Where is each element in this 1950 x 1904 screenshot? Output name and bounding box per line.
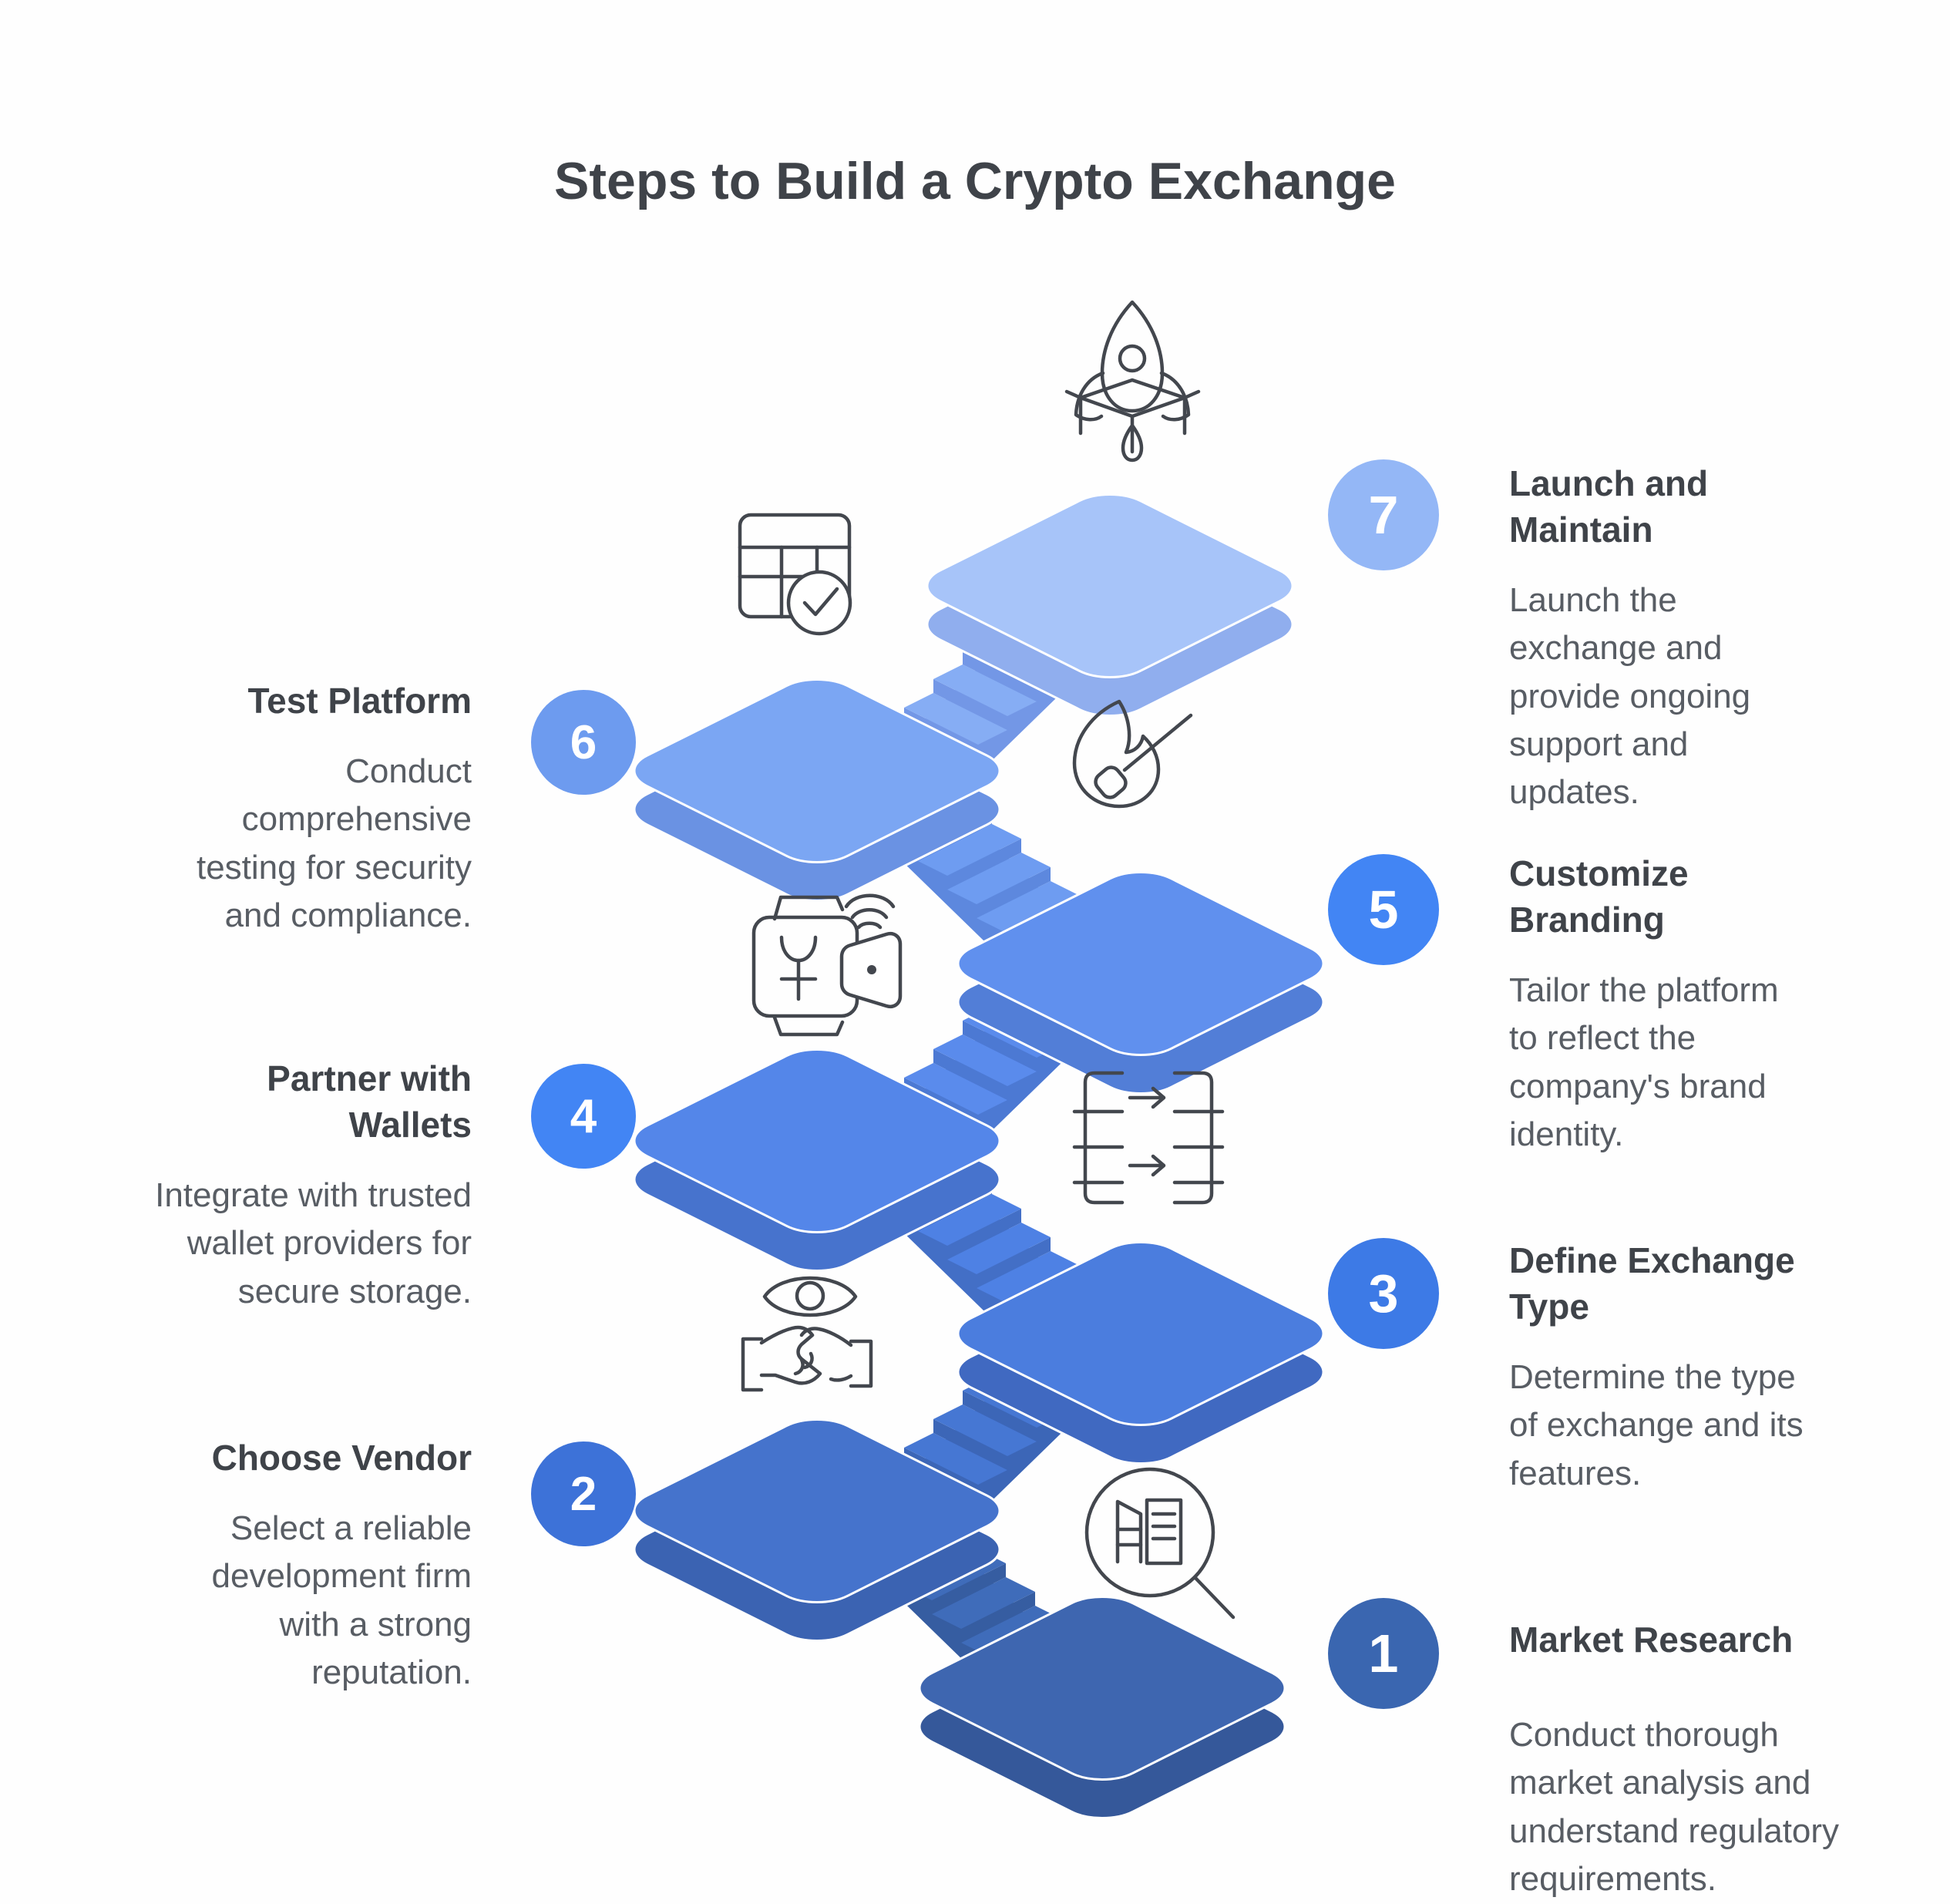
platform-1 <box>902 1588 1303 1827</box>
step-title: Market Research <box>1509 1620 1794 1660</box>
eye-handshake-icon <box>741 1276 873 1392</box>
step-badge-4: 4 <box>531 1064 636 1169</box>
step-title: Partner with Wallets <box>267 1058 472 1145</box>
match-fire-icon <box>1072 699 1193 809</box>
step-description: Launch the exchange and provide ongoing … <box>1509 580 1751 812</box>
platform-7 <box>909 486 1310 725</box>
step-description: Tailor the platform to reflect the compa… <box>1509 971 1779 1153</box>
data-transfer-icon <box>1072 1071 1225 1205</box>
step-title: Customize Branding <box>1509 853 1689 940</box>
step-4-text: Partner with Wallets Integrate with trus… <box>148 1056 472 1316</box>
step-number: 1 <box>1368 1623 1399 1684</box>
rocket-launch-icon <box>1064 300 1201 463</box>
step-badge-7: 7 <box>1328 459 1439 570</box>
step-badge-5: 5 <box>1328 854 1439 965</box>
step-description: Integrate with trusted wallet providers … <box>155 1176 472 1310</box>
platform-4 <box>617 1041 1017 1280</box>
document-magnifier-icon <box>1084 1467 1236 1620</box>
step-description: Conduct comprehensive testing for securi… <box>196 752 472 935</box>
platform-6 <box>617 671 1017 910</box>
step-badge-6: 6 <box>531 690 636 795</box>
step-1-text: Market Research Conduct thorough market … <box>1509 1617 1864 1904</box>
step-5-text: Customize Branding Tailor the platform t… <box>1509 851 1810 1159</box>
step-number: 6 <box>570 715 597 769</box>
wallet-contactless-icon <box>751 893 903 1037</box>
table-check-icon <box>738 513 852 636</box>
step-badge-1: 1 <box>1328 1598 1439 1709</box>
step-number: 7 <box>1368 485 1399 545</box>
step-title: Test Platform <box>247 681 472 721</box>
step-description: Determine the type of exchange and its f… <box>1509 1357 1804 1492</box>
step-badge-2: 2 <box>531 1441 636 1546</box>
step-number: 2 <box>570 1467 597 1521</box>
step-number: 5 <box>1368 880 1399 940</box>
step-description: Select a reliable development firm with … <box>211 1509 472 1692</box>
step-6-text: Test Platform Conduct comprehensive test… <box>148 678 472 940</box>
step-badge-3: 3 <box>1328 1238 1439 1349</box>
step-title: Launch and Maintain <box>1509 463 1709 550</box>
step-description: Conduct thorough market analysis and und… <box>1509 1715 1840 1899</box>
step-number: 4 <box>570 1089 597 1143</box>
step-2-text: Choose Vendor Select a reliable developm… <box>148 1435 472 1697</box>
step-7-text: Launch and Maintain Launch the exchange … <box>1509 461 1817 817</box>
step-title: Choose Vendor <box>211 1438 472 1478</box>
platform-2 <box>617 1411 1017 1650</box>
step-number: 3 <box>1368 1263 1399 1324</box>
page-title: Steps to Build a Crypto Exchange <box>554 151 1396 210</box>
platform-5 <box>940 863 1341 1102</box>
step-3-text: Define Exchange Type Determine the type … <box>1509 1238 1825 1498</box>
step-title: Define Exchange Type <box>1509 1240 1795 1327</box>
platform-3 <box>940 1233 1341 1472</box>
